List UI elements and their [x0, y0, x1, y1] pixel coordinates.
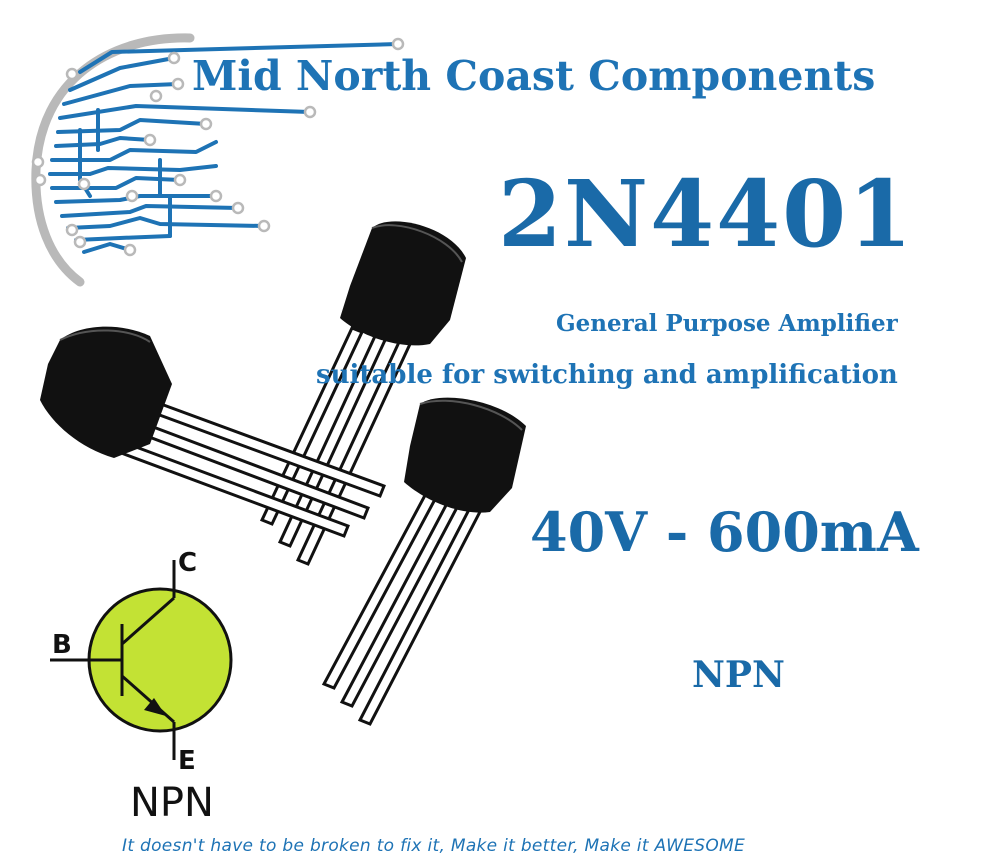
part-number: 2N4401	[498, 160, 915, 268]
description-line-1: General Purpose Amplifier	[556, 310, 898, 337]
voltage-current-rating: 40V - 600mA	[530, 500, 919, 564]
emitter-label: E	[178, 746, 196, 776]
npn-symbol-icon	[50, 560, 233, 760]
brand-name: Mid North Coast Components	[192, 52, 876, 100]
base-label: B	[52, 630, 72, 660]
tagline: It doesn't have to be broken to fix it, …	[122, 836, 746, 856]
circuit-logo-icon	[31, 33, 405, 287]
collector-label: C	[178, 548, 198, 578]
symbol-polarity-label: NPN	[130, 780, 214, 826]
description-line-2: suitable for switching and amplification	[316, 360, 898, 390]
transistor-left-icon	[40, 326, 386, 538]
transistor-back-icon	[259, 221, 466, 566]
transistor-front-icon	[321, 397, 526, 726]
transistor-type: NPN	[692, 654, 785, 696]
